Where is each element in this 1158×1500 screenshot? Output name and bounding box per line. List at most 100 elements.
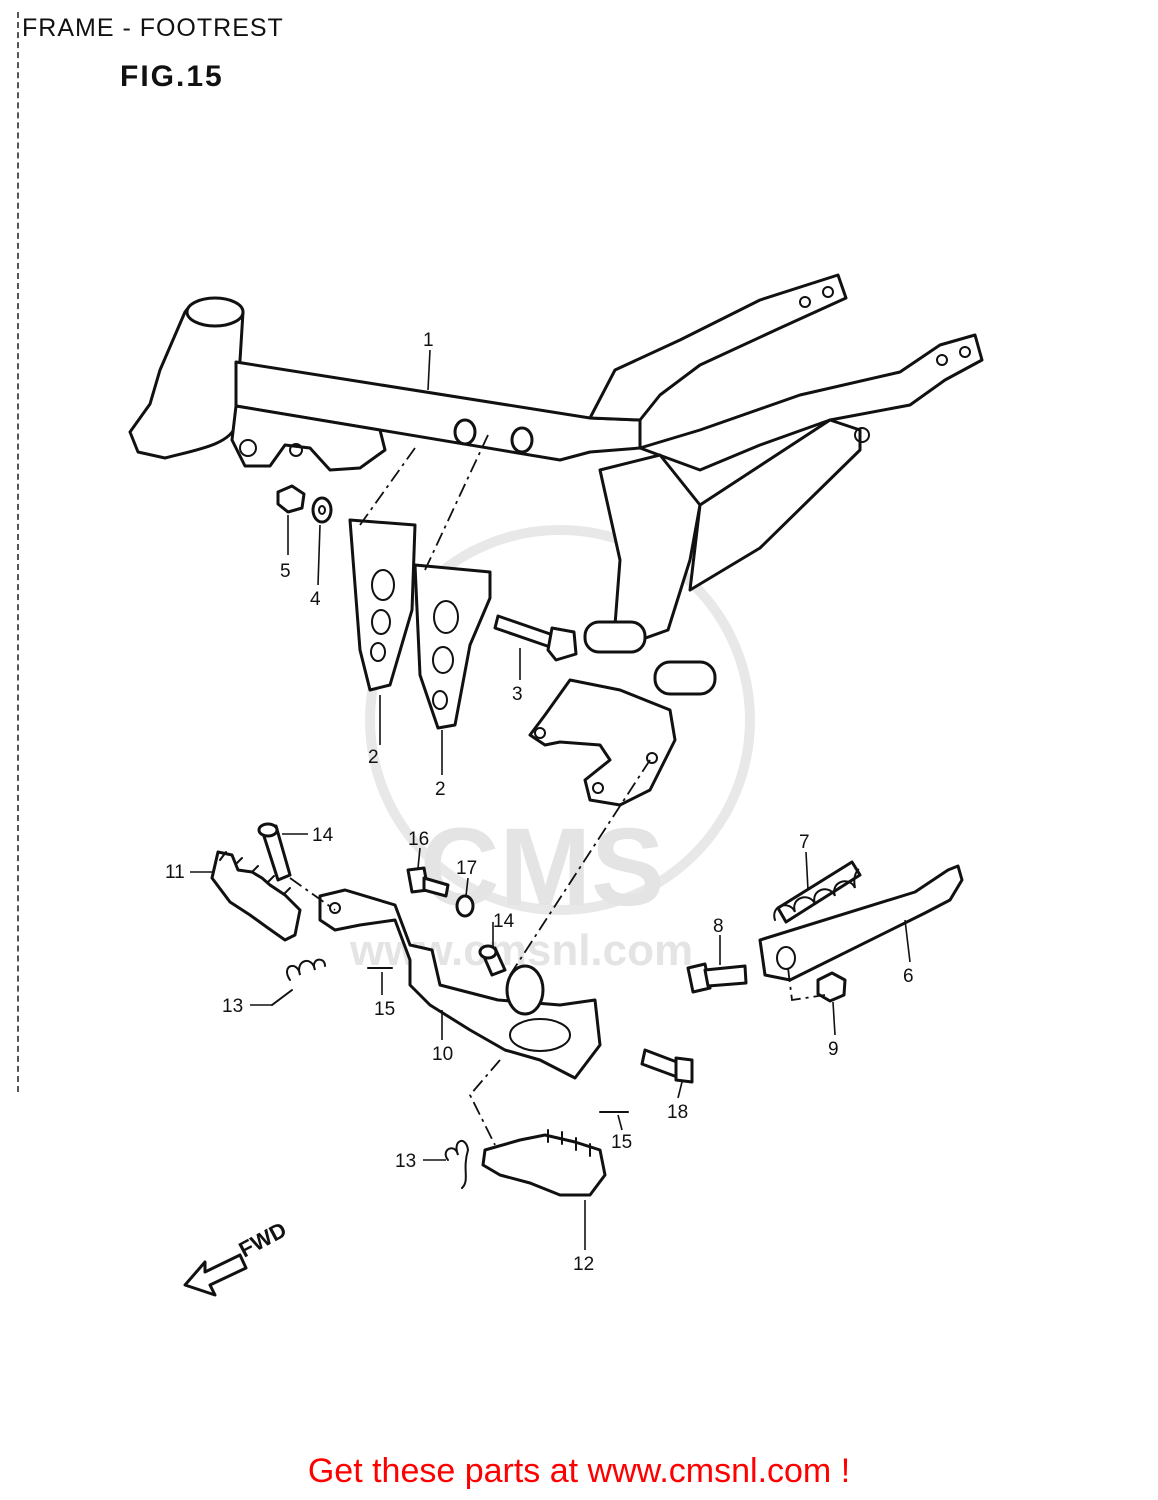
- assembly-line-5: [787, 967, 826, 1002]
- callout-16: 16: [408, 829, 429, 850]
- assembly-lines: [289, 434, 826, 1146]
- callout-5: 5: [280, 561, 291, 582]
- callout-2b: 2: [435, 779, 446, 800]
- callouts: 1 2 2 3 4 5 6 7 8 9 10 11 12 13 13 14 14…: [165, 330, 914, 1275]
- leader-18: [677, 1081, 683, 1099]
- rear-hole-2: [822, 286, 834, 298]
- fwd-label: FWD: [235, 1217, 291, 1263]
- plate-right-hole-2: [432, 646, 454, 674]
- callout-18: 18: [667, 1102, 688, 1123]
- side-stand-leg: [758, 864, 964, 982]
- callout-15b: 15: [611, 1132, 632, 1153]
- fwd-arrow-icon: [183, 1253, 248, 1297]
- footrest-bracket-hole: [329, 902, 341, 914]
- footrest-right-body: [481, 1133, 607, 1197]
- pin-left-head: [257, 822, 279, 838]
- footrest-bracket-boss: [505, 964, 545, 1016]
- footrest-bracket: [318, 888, 602, 1080]
- left-margin-rule: [17, 12, 19, 1092]
- leader-1: [427, 349, 431, 391]
- footrest-left-teeth: [219, 851, 291, 895]
- leader-16: [417, 847, 421, 869]
- callout-13b: 13: [395, 1151, 416, 1172]
- frame-part: [128, 273, 984, 807]
- callout-14a: 14: [312, 825, 334, 846]
- pivot-tube: [598, 453, 702, 642]
- assembly-line-1: [359, 447, 416, 526]
- pin-right-head: [478, 944, 498, 960]
- cross-tube-2: [510, 426, 534, 454]
- footrest-pins: [257, 822, 507, 977]
- callout-6: 6: [903, 966, 914, 987]
- pivot-boss-2: [653, 660, 717, 696]
- stand-bolt-and-nut: [686, 962, 847, 1003]
- plate-bolt-shank: [493, 614, 558, 650]
- watermark-circle: [365, 525, 755, 915]
- forward-direction-indicator: FWD: [183, 1217, 291, 1297]
- bolt-16-shank: [422, 876, 450, 898]
- cotter-pins: [367, 967, 629, 1113]
- footrest-springs: [271, 958, 470, 1189]
- spring-body: [776, 860, 862, 924]
- pivot-boss-1: [583, 620, 647, 654]
- lower-bracket-hole-3: [534, 727, 546, 739]
- callout-9: 9: [828, 1039, 839, 1060]
- stand-nut: [816, 971, 847, 1003]
- callout-12: 12: [573, 1254, 594, 1275]
- footrest-bracket-body: [318, 888, 602, 1080]
- callout-14b: 14: [493, 911, 515, 932]
- footrest-left-body: [210, 850, 302, 942]
- mount-hole-2: [289, 443, 303, 457]
- side-stand-pivot-hole: [776, 946, 796, 970]
- assembly-line-6: [468, 1059, 501, 1146]
- steering-head-top: [185, 296, 245, 328]
- lower-frame-bracket: [528, 678, 677, 807]
- engine-mount-bracket: [230, 404, 387, 472]
- spring-left-coil: [286, 958, 326, 981]
- page-title: FRAME - FOOTREST: [22, 14, 284, 42]
- plate-left-hole-1: [371, 569, 395, 601]
- spring-right-coil: [444, 1140, 470, 1189]
- callout-11: 11: [165, 862, 185, 883]
- callout-4: 4: [310, 589, 321, 610]
- washer-17: [455, 894, 475, 918]
- lower-bracket-hole-1: [592, 782, 604, 794]
- stand-spring: [773, 860, 862, 924]
- nut-5: [276, 484, 306, 514]
- plate-left-hole-3: [370, 642, 386, 662]
- callout-15a: 15: [374, 999, 395, 1020]
- plate-left-hole-2: [371, 609, 391, 635]
- engine-plates: [348, 518, 492, 730]
- rear-support-tube: [688, 418, 862, 592]
- plate-right-hole-3: [432, 690, 448, 710]
- plate-right-hole-1: [433, 600, 459, 634]
- shock-mount-hole: [854, 427, 870, 443]
- callout-2a: 2: [368, 747, 379, 768]
- callout-1: 1: [423, 330, 434, 351]
- nut-and-washer: [276, 484, 333, 524]
- leader-lines: [190, 349, 911, 1250]
- lower-bracket-hole-2: [646, 752, 658, 764]
- plate-bolt: [493, 614, 578, 662]
- callout-13a: 13: [222, 996, 243, 1017]
- stand-bolt-shank: [703, 964, 748, 988]
- leader-7: [805, 851, 809, 891]
- leader-9: [832, 1001, 836, 1036]
- plate-bolt-head: [546, 626, 578, 662]
- assembly-line-2: [424, 434, 489, 571]
- side-stand: [758, 864, 964, 982]
- leader-15b: [617, 1114, 623, 1131]
- figure-label: FIG.15: [120, 60, 224, 93]
- rear-lower-rail: [638, 333, 984, 472]
- washer-4-hole: [318, 505, 326, 515]
- leader-17: [465, 877, 469, 897]
- callout-8: 8: [713, 916, 724, 937]
- cross-tube-1: [453, 418, 477, 446]
- callout-17: 17: [456, 858, 477, 879]
- mount-hole-1: [239, 439, 257, 457]
- callout-10: 10: [432, 1044, 453, 1065]
- footrest-left: [210, 850, 302, 942]
- assembly-line-4: [289, 877, 336, 911]
- footrest-right: [481, 1129, 607, 1197]
- assembly-line-3: [509, 759, 651, 976]
